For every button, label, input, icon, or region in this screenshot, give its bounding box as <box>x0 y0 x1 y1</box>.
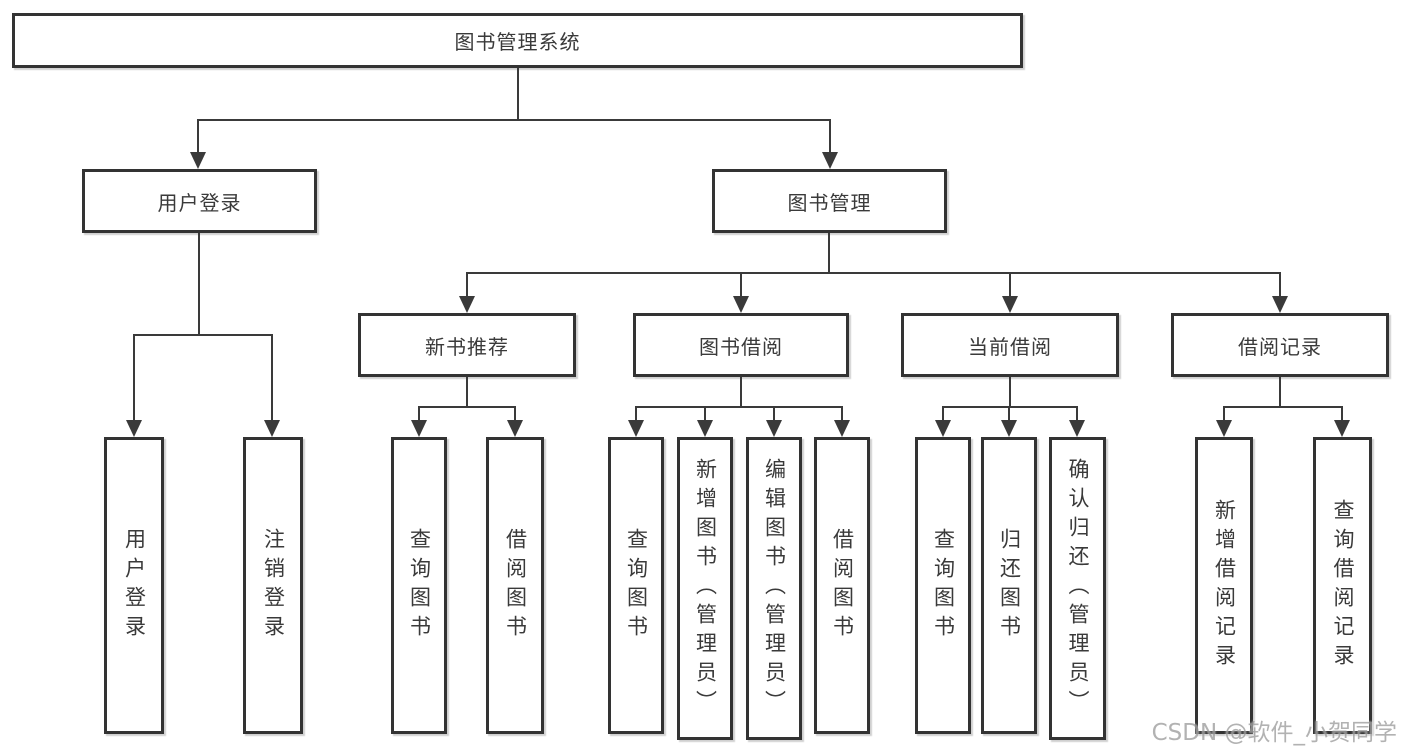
leaf-label: 新增图书（管理员） <box>693 458 718 719</box>
leaf-label: 确认归还（管理员） <box>1066 458 1090 719</box>
node-label: 当前借阅 <box>968 334 1052 359</box>
connector-line <box>198 233 200 335</box>
connector-line <box>773 406 775 422</box>
arrowhead-icon <box>459 296 475 313</box>
arrowhead-icon <box>1216 420 1232 437</box>
connector-line <box>1341 406 1343 422</box>
leaf-label: 新增借阅记录 <box>1212 498 1237 673</box>
connector-line <box>1008 406 1010 422</box>
leaf-label: 借阅图书 <box>830 527 855 644</box>
connector-line <box>418 406 516 408</box>
connector-line <box>1009 272 1011 298</box>
connector-line <box>133 334 273 336</box>
arrowhead-icon <box>1002 296 1018 313</box>
arrowhead-icon <box>822 152 838 169</box>
node-library-system: 图书管理系统 <box>12 13 1023 68</box>
connector-line <box>829 119 831 154</box>
leaf-query-books-2: 查询图书 <box>608 437 664 734</box>
leaf-label: 查询图书 <box>931 527 956 644</box>
arrowhead-icon <box>190 152 206 169</box>
node-label: 用户登录 <box>157 190 242 215</box>
node-label: 新书推荐 <box>425 334 509 359</box>
leaf-query-books-3: 查询图书 <box>915 437 971 734</box>
connector-line <box>942 406 944 422</box>
connector-line <box>942 406 1078 408</box>
arrowhead-icon <box>1334 420 1350 437</box>
leaf-borrow-books-2: 借阅图书 <box>814 437 870 734</box>
arrowhead-icon <box>628 420 644 437</box>
leaf-query-borrow-record: 查询借阅记录 <box>1313 437 1372 734</box>
arrowhead-icon <box>1069 420 1085 437</box>
leaf-label: 查询借阅记录 <box>1331 498 1355 673</box>
connector-line <box>271 334 273 422</box>
connector-line <box>514 406 516 422</box>
connector-line <box>828 233 830 274</box>
arrowhead-icon <box>264 420 280 437</box>
csdn-watermark: CSDN @软件_小贺同学 <box>1151 720 1397 746</box>
arrowhead-icon <box>507 420 523 437</box>
leaf-return-books: 归还图书 <box>981 437 1037 734</box>
arrowhead-icon <box>733 296 749 313</box>
connector-line <box>704 406 706 422</box>
connector-line <box>466 377 468 407</box>
node-current-borrow: 当前借阅 <box>901 313 1119 377</box>
node-new-book-recommend: 新书推荐 <box>358 313 576 377</box>
arrowhead-icon <box>766 420 782 437</box>
connector-line <box>740 272 742 298</box>
node-label: 图书管理 <box>787 190 872 215</box>
leaf-query-books-1: 查询图书 <box>391 437 447 734</box>
leaf-user-login: 用户登录 <box>104 437 164 734</box>
connector-line <box>197 119 831 121</box>
connector-line <box>517 68 519 120</box>
connector-line <box>1279 377 1281 407</box>
connector-line <box>1009 377 1011 407</box>
leaf-label: 借阅图书 <box>503 527 528 644</box>
leaf-label: 归还图书 <box>997 527 1022 644</box>
connector-line <box>740 377 742 407</box>
leaf-logout: 注销登录 <box>243 437 303 734</box>
connector-line <box>1076 406 1078 422</box>
arrowhead-icon <box>834 420 850 437</box>
leaf-label: 查询图书 <box>407 527 432 644</box>
leaf-borrow-books-1: 借阅图书 <box>486 437 544 734</box>
leaf-label: 用户登录 <box>122 527 147 644</box>
leaf-edit-book-admin: 编辑图书（管理员） <box>746 437 802 740</box>
connector-line <box>418 406 420 422</box>
arrowhead-icon <box>935 420 951 437</box>
connector-line <box>841 406 843 422</box>
arrowhead-icon <box>1272 296 1288 313</box>
node-book-borrow: 图书借阅 <box>633 313 849 377</box>
connector-line <box>1279 272 1281 298</box>
connector-line <box>1223 406 1225 422</box>
arrowhead-icon <box>1001 420 1017 437</box>
connector-line <box>635 406 637 422</box>
node-borrow-records: 借阅记录 <box>1171 313 1389 377</box>
leaf-label: 注销登录 <box>261 527 286 644</box>
connector-line <box>197 119 199 154</box>
node-label: 图书管理系统 <box>454 30 581 54</box>
node-label: 图书借阅 <box>699 334 783 359</box>
node-label: 借阅记录 <box>1238 334 1322 359</box>
connector-line <box>635 406 843 408</box>
connector-line <box>133 334 135 422</box>
node-book-management: 图书管理 <box>712 169 947 233</box>
leaf-add-borrow-record: 新增借阅记录 <box>1195 437 1253 734</box>
leaf-add-book-admin: 新增图书（管理员） <box>677 437 733 740</box>
node-user-login: 用户登录 <box>82 169 317 233</box>
connector-line <box>466 272 1281 274</box>
connector-line <box>1223 406 1343 408</box>
arrowhead-icon <box>411 420 427 437</box>
leaf-label: 编辑图书（管理员） <box>762 458 787 719</box>
leaf-confirm-return-admin: 确认归还（管理员） <box>1049 437 1106 740</box>
connector-line <box>466 272 468 298</box>
leaf-label: 查询图书 <box>624 527 649 644</box>
arrowhead-icon <box>126 420 142 437</box>
arrowhead-icon <box>697 420 713 437</box>
